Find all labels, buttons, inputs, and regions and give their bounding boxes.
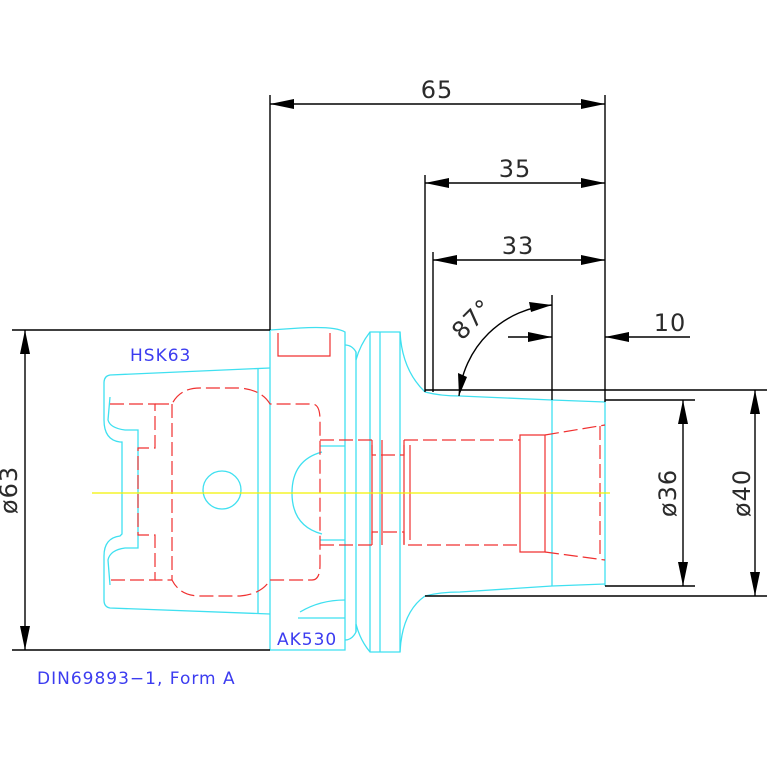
hidden-lines xyxy=(110,333,606,597)
dim-dia-40: ø40 xyxy=(728,469,756,517)
dim-length-35: 35 xyxy=(499,155,532,183)
dim-overall-length: 65 xyxy=(421,76,454,104)
label-standard: DIN69893−1, Form A xyxy=(37,669,236,689)
label-collet: AK530 xyxy=(277,630,337,650)
label-interface: HSK63 xyxy=(130,346,191,366)
dim-length-10: 10 xyxy=(654,309,687,337)
dimension-lines xyxy=(12,95,767,651)
dim-dia-63: ø63 xyxy=(0,466,23,514)
dim-length-33: 33 xyxy=(502,232,535,260)
dim-angle: 87° xyxy=(446,293,498,345)
dim-dia-36: ø36 xyxy=(654,469,682,517)
holder-outline xyxy=(103,326,606,653)
